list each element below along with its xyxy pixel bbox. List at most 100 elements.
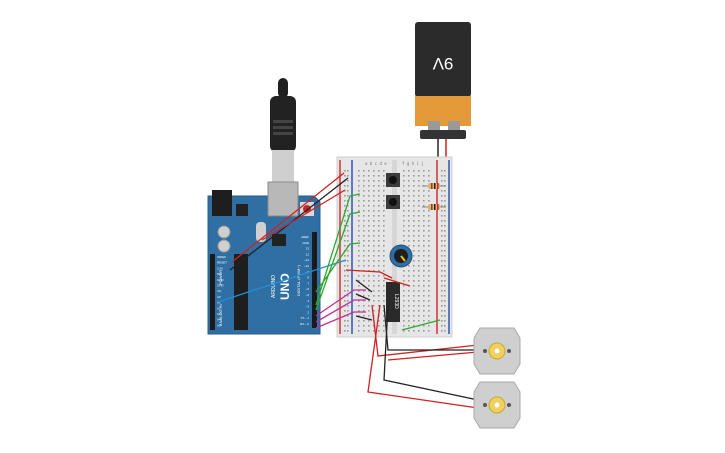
- breadboard-hole: [444, 300, 446, 302]
- breadboard-hole: [363, 170, 365, 172]
- push-button-1[interactable]: [386, 173, 400, 187]
- wire-motor1-red: [371, 304, 479, 357]
- breadboard-hole: [408, 195, 410, 197]
- breadboard-hole: [378, 185, 380, 187]
- breadboard-hole: [358, 175, 360, 177]
- breadboard-hole: [408, 210, 410, 212]
- breadboard-hole: [368, 245, 370, 247]
- wire-5v-red: [231, 172, 345, 263]
- breadboard-hole: [373, 280, 375, 282]
- wire-magenta-2: [315, 299, 366, 323]
- breadboard-hole: [408, 180, 410, 182]
- digital-pin-header[interactable]: [312, 232, 317, 328]
- breadboard-hole: [423, 270, 425, 272]
- breadboard-hole: [358, 290, 360, 292]
- push-button-2[interactable]: [386, 195, 400, 209]
- atmega-chip: [234, 254, 248, 330]
- breadboard-hole: [347, 310, 349, 312]
- breadboard-hole: [358, 220, 360, 222]
- breadboard-hole: [423, 315, 425, 317]
- breadboard-hole: [403, 315, 405, 317]
- breadboard-hole: [408, 275, 410, 277]
- breadboard-hole: [413, 325, 415, 327]
- breadboard-hole: [347, 320, 349, 322]
- breadboard-hole: [418, 245, 420, 247]
- battery-9v[interactable]: 9V: [415, 22, 471, 139]
- breadboard-hole: [368, 215, 370, 217]
- breadboard-hole: [363, 180, 365, 182]
- breadboard-hole: [428, 290, 430, 292]
- breadboard-hole: [373, 300, 375, 302]
- breadboard-hole: [347, 255, 349, 257]
- breadboard-hole: [413, 180, 415, 182]
- breadboard-hole: [378, 235, 380, 237]
- breadboard-hole: [428, 255, 430, 257]
- breadboard-hole: [441, 170, 443, 172]
- potentiometer[interactable]: [389, 244, 413, 268]
- breadboard-hole: [444, 245, 446, 247]
- breadboard-hole: [428, 285, 430, 287]
- breadboard-hole: [344, 195, 346, 197]
- arduino-brand-label: ARDUINO: [271, 275, 277, 298]
- breadboard-hole: [418, 285, 420, 287]
- breadboard-hole: [344, 280, 346, 282]
- breadboard-hole: [368, 285, 370, 287]
- breadboard-hole: [444, 205, 446, 207]
- breadboard-hole: [441, 285, 443, 287]
- usb-controller-chip: [272, 234, 286, 246]
- breadboard-hole: [344, 290, 346, 292]
- breadboard-hole: [373, 245, 375, 247]
- breadboard-hole: [441, 215, 443, 217]
- battery-band: [415, 96, 471, 126]
- dc-motor-2[interactable]: [473, 381, 521, 429]
- breadboard-hole: [383, 235, 385, 237]
- breadboard-hole: [423, 255, 425, 257]
- breadboard-hole: [347, 185, 349, 187]
- breadboard-hole: [344, 225, 346, 227]
- breadboard-hole: [408, 235, 410, 237]
- breadboard-hole: [408, 280, 410, 282]
- breadboard-hole: [408, 265, 410, 267]
- breadboard-hole: [423, 250, 425, 252]
- breadboard-hole: [444, 310, 446, 312]
- power-analog-pin-header[interactable]: [210, 254, 215, 330]
- breadboard-hole: [418, 185, 420, 187]
- breadboard-hole: [368, 205, 370, 207]
- battery-terminal-positive: [448, 121, 460, 131]
- dc-motor-1[interactable]: [473, 327, 521, 375]
- breadboard-hole: [441, 250, 443, 252]
- breadboard-hole: [418, 180, 420, 182]
- breadboard-hole: [413, 285, 415, 287]
- breadboard-hole: [373, 310, 375, 312]
- breadboard-hole: [418, 195, 420, 197]
- breadboard-hole: [441, 210, 443, 212]
- breadboard-hole: [383, 225, 385, 227]
- breadboard-hole: [368, 170, 370, 172]
- breadboard-hole: [423, 295, 425, 297]
- breadboard-hole: [383, 190, 385, 192]
- wire-magenta-1: [315, 289, 366, 317]
- breadboard-hole: [358, 320, 360, 322]
- breadboard-hole: [444, 270, 446, 272]
- wire-red-2: [261, 189, 346, 241]
- arduino-uno-board[interactable]: UNO ARDUINO DIGITAL (PWM~) ANALOG IN POW…: [207, 181, 321, 335]
- breadboard-hole: [444, 240, 446, 242]
- wire-blue-signal: [217, 259, 347, 303]
- breadboard-hole: [444, 330, 446, 332]
- breadboard-hole: [344, 285, 346, 287]
- breadboard-hole: [373, 215, 375, 217]
- breadboard-hole: [383, 315, 385, 317]
- power-jack: [212, 190, 232, 216]
- breadboard-hole: [373, 200, 375, 202]
- breadboard-hole: [368, 190, 370, 192]
- breadboard-hole: [363, 325, 365, 327]
- digital-pin-label: 2: [307, 310, 309, 314]
- breadboard-hole: [358, 300, 360, 302]
- breadboard-hole: [373, 270, 375, 272]
- power-analog-pin-label: RESET: [217, 261, 227, 265]
- breadboard-hole: [358, 305, 360, 307]
- breadboard-hole: [428, 270, 430, 272]
- breadboard-hole: [378, 190, 380, 192]
- breadboard-hole: [378, 325, 380, 327]
- breadboard-hole: [344, 330, 346, 332]
